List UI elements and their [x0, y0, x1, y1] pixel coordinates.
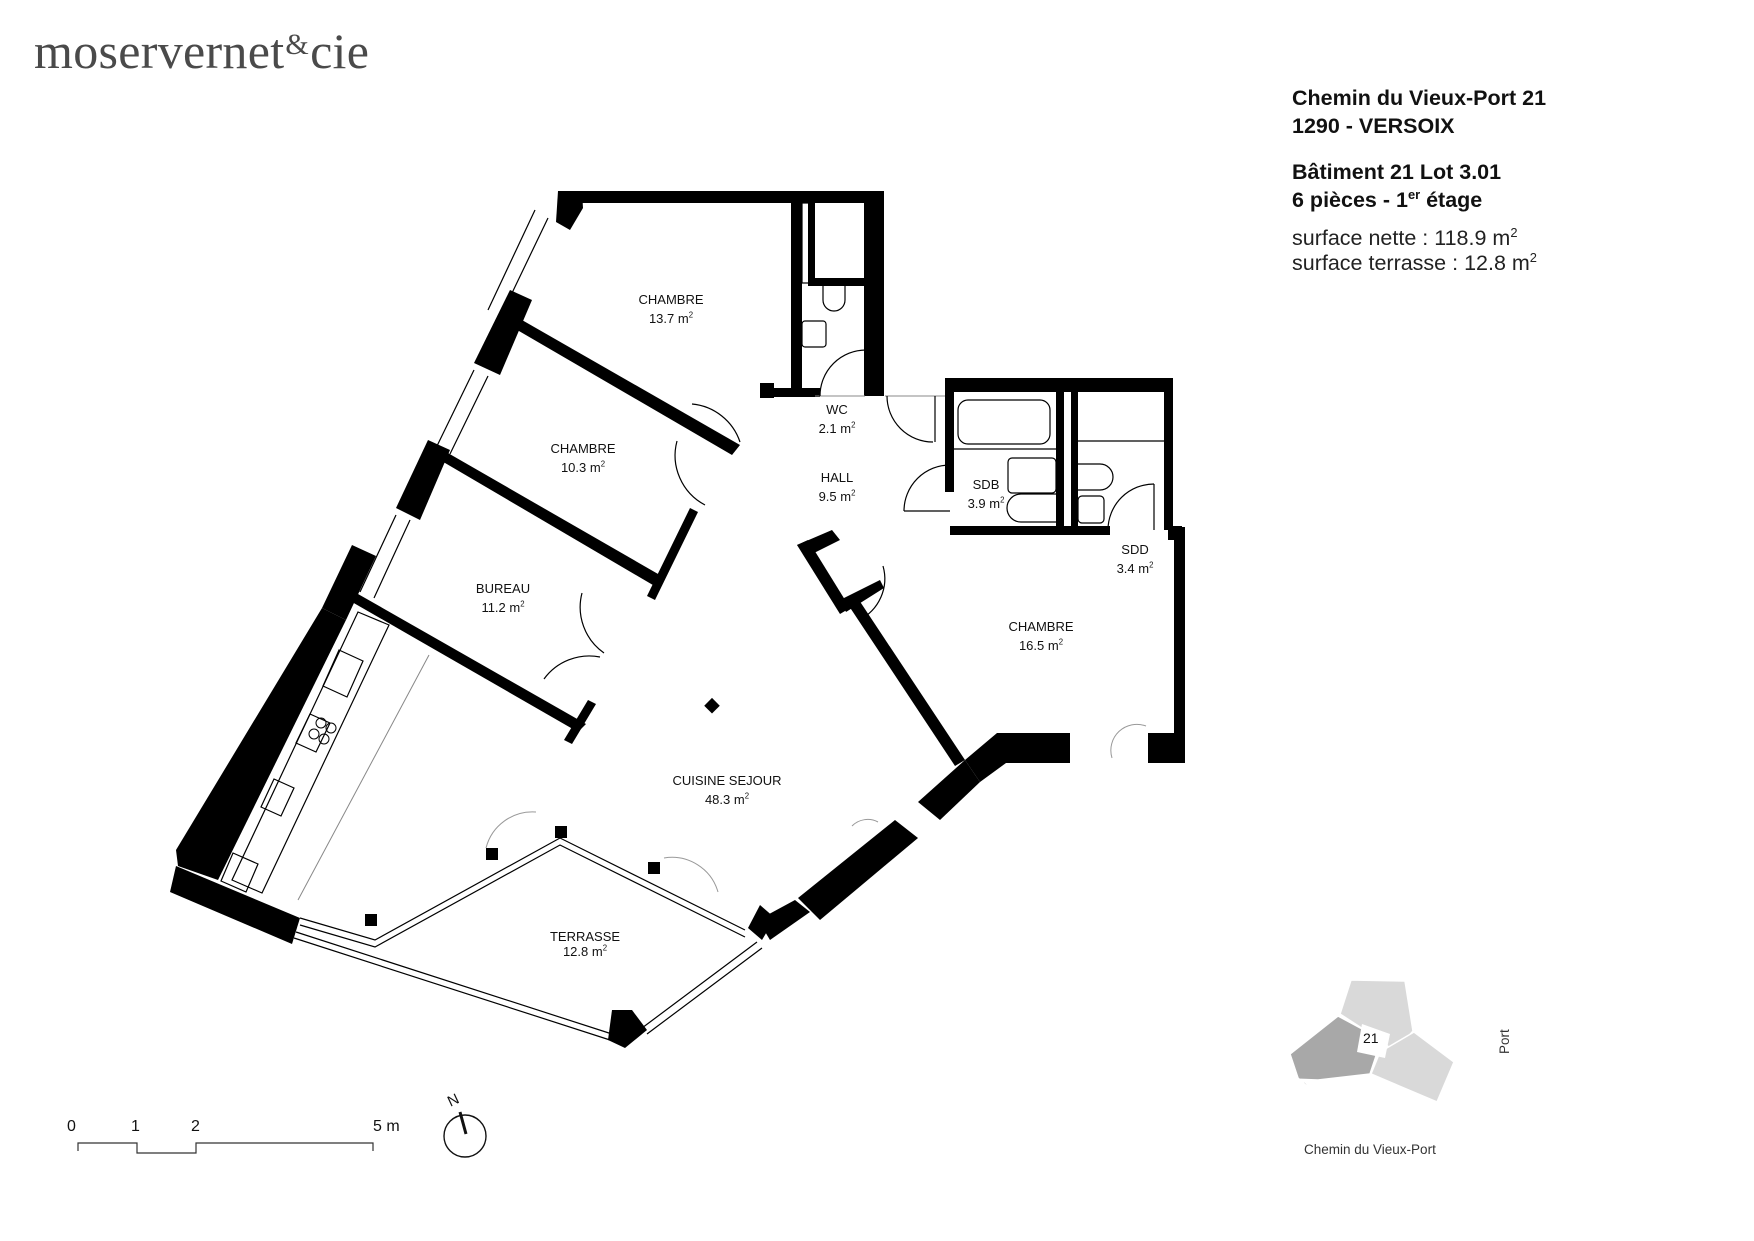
property-info: Chemin du Vieux-Port 21 1290 - VERSOIX B… — [1292, 84, 1712, 276]
site-street-label: Chemin du Vieux-Port — [1304, 1142, 1436, 1157]
lot-line: Bâtiment 21 Lot 3.01 — [1292, 160, 1502, 184]
surface-terrasse: surface terrasse : 12.8 m2 — [1292, 249, 1537, 275]
light-door-swings — [485, 723, 1147, 893]
scale-tick-2: 2 — [191, 1118, 200, 1135]
walls — [170, 191, 1185, 1048]
windows-and-fixtures — [220, 202, 1164, 894]
scale-bar — [77, 1142, 374, 1154]
north-arrow-icon — [443, 1111, 487, 1158]
door-swings — [543, 349, 1155, 680]
logo-ampersand: & — [285, 28, 310, 61]
rooms-floor-line: 6 pièces - 1er étage — [1292, 186, 1483, 212]
logo-text-main: moservernet — [34, 23, 285, 79]
logo-text-suffix: cie — [310, 23, 370, 79]
site-building-number: 21 — [1363, 1030, 1379, 1046]
stove-rings — [308, 717, 337, 745]
company-logo: moservernet&cie — [34, 22, 369, 80]
surface-nette: surface nette : 118.9 m2 — [1292, 224, 1518, 250]
scale-tick-1: 1 — [131, 1118, 140, 1135]
address-line-2: 1290 - VERSOIX — [1292, 114, 1455, 138]
scale-tick-5m: 5 m — [373, 1118, 400, 1135]
site-plan — [1289, 979, 1455, 1103]
scale-tick-0: 0 — [67, 1118, 76, 1135]
site-port-label: Port — [1497, 1029, 1512, 1054]
terrasse-outline — [293, 837, 763, 1041]
address-line-1: Chemin du Vieux-Port 21 — [1292, 86, 1547, 110]
